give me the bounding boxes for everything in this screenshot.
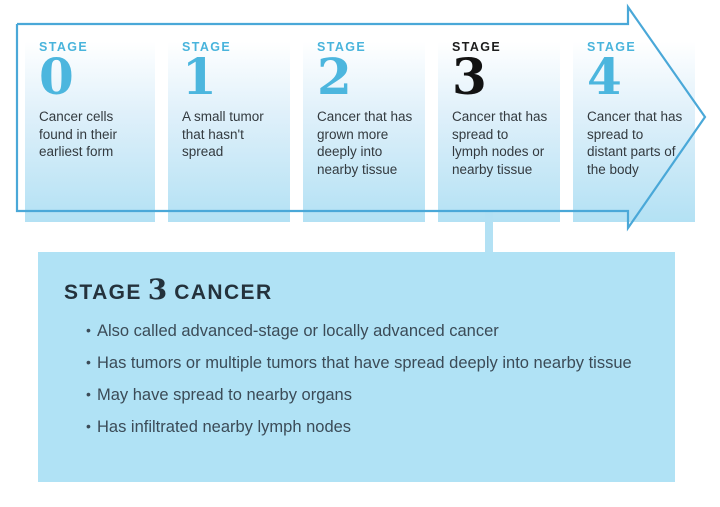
stage-description-0: Cancer cells found in their earliest for… [39, 109, 118, 159]
stage-description-1: A small tumor that hasn't spread [182, 109, 264, 159]
stage-card-2[interactable]: STAGE 2 Cancer that has grown more deepl… [303, 26, 425, 222]
list-item: Has infiltrated nearby lymph nodes [86, 415, 649, 438]
callout-bullet-list: Also called advanced-stage or locally ad… [64, 319, 649, 438]
stage-number-1: 1 [182, 47, 217, 106]
stage-card-4[interactable]: STAGE 4 Cancer that has spread to distan… [573, 26, 695, 222]
callout-title-number: 3 [147, 273, 168, 306]
stage-card-1[interactable]: STAGE 1 A small tumor that hasn't spread [168, 26, 290, 222]
stage-card-3[interactable]: STAGE 3 Cancer that has spread to lymph … [438, 26, 560, 222]
stage-description-2: Cancer that has grown more deeply into n… [317, 109, 413, 177]
stage-number-3: 3 [452, 47, 487, 106]
stage-number-0: 0 [39, 47, 74, 106]
list-item: Has tumors or multiple tumors that have … [86, 351, 649, 374]
stage-cards-strip: STAGE 0 Cancer cells found in their earl… [0, 0, 720, 250]
stage-card-0[interactable]: STAGE 0 Cancer cells found in their earl… [25, 26, 155, 222]
callout-title: STAGE 3 CANCER [64, 276, 649, 306]
list-item: Also called advanced-stage or locally ad… [86, 319, 649, 342]
stage-description-4: Cancer that has spread to distant parts … [587, 109, 683, 177]
callout-title-suffix: CANCER [174, 281, 273, 304]
callout-title-prefix: STAGE [64, 281, 142, 304]
stage-description-3: Cancer that has spread to lymph nodes or… [452, 109, 548, 177]
stage-3-callout-box: STAGE 3 CANCER Also called advanced-stag… [38, 252, 675, 482]
callout-connector [485, 211, 493, 257]
stage-number-2: 2 [317, 47, 352, 106]
list-item: May have spread to nearby organs [86, 383, 649, 406]
stage-number-4: 4 [587, 47, 622, 106]
